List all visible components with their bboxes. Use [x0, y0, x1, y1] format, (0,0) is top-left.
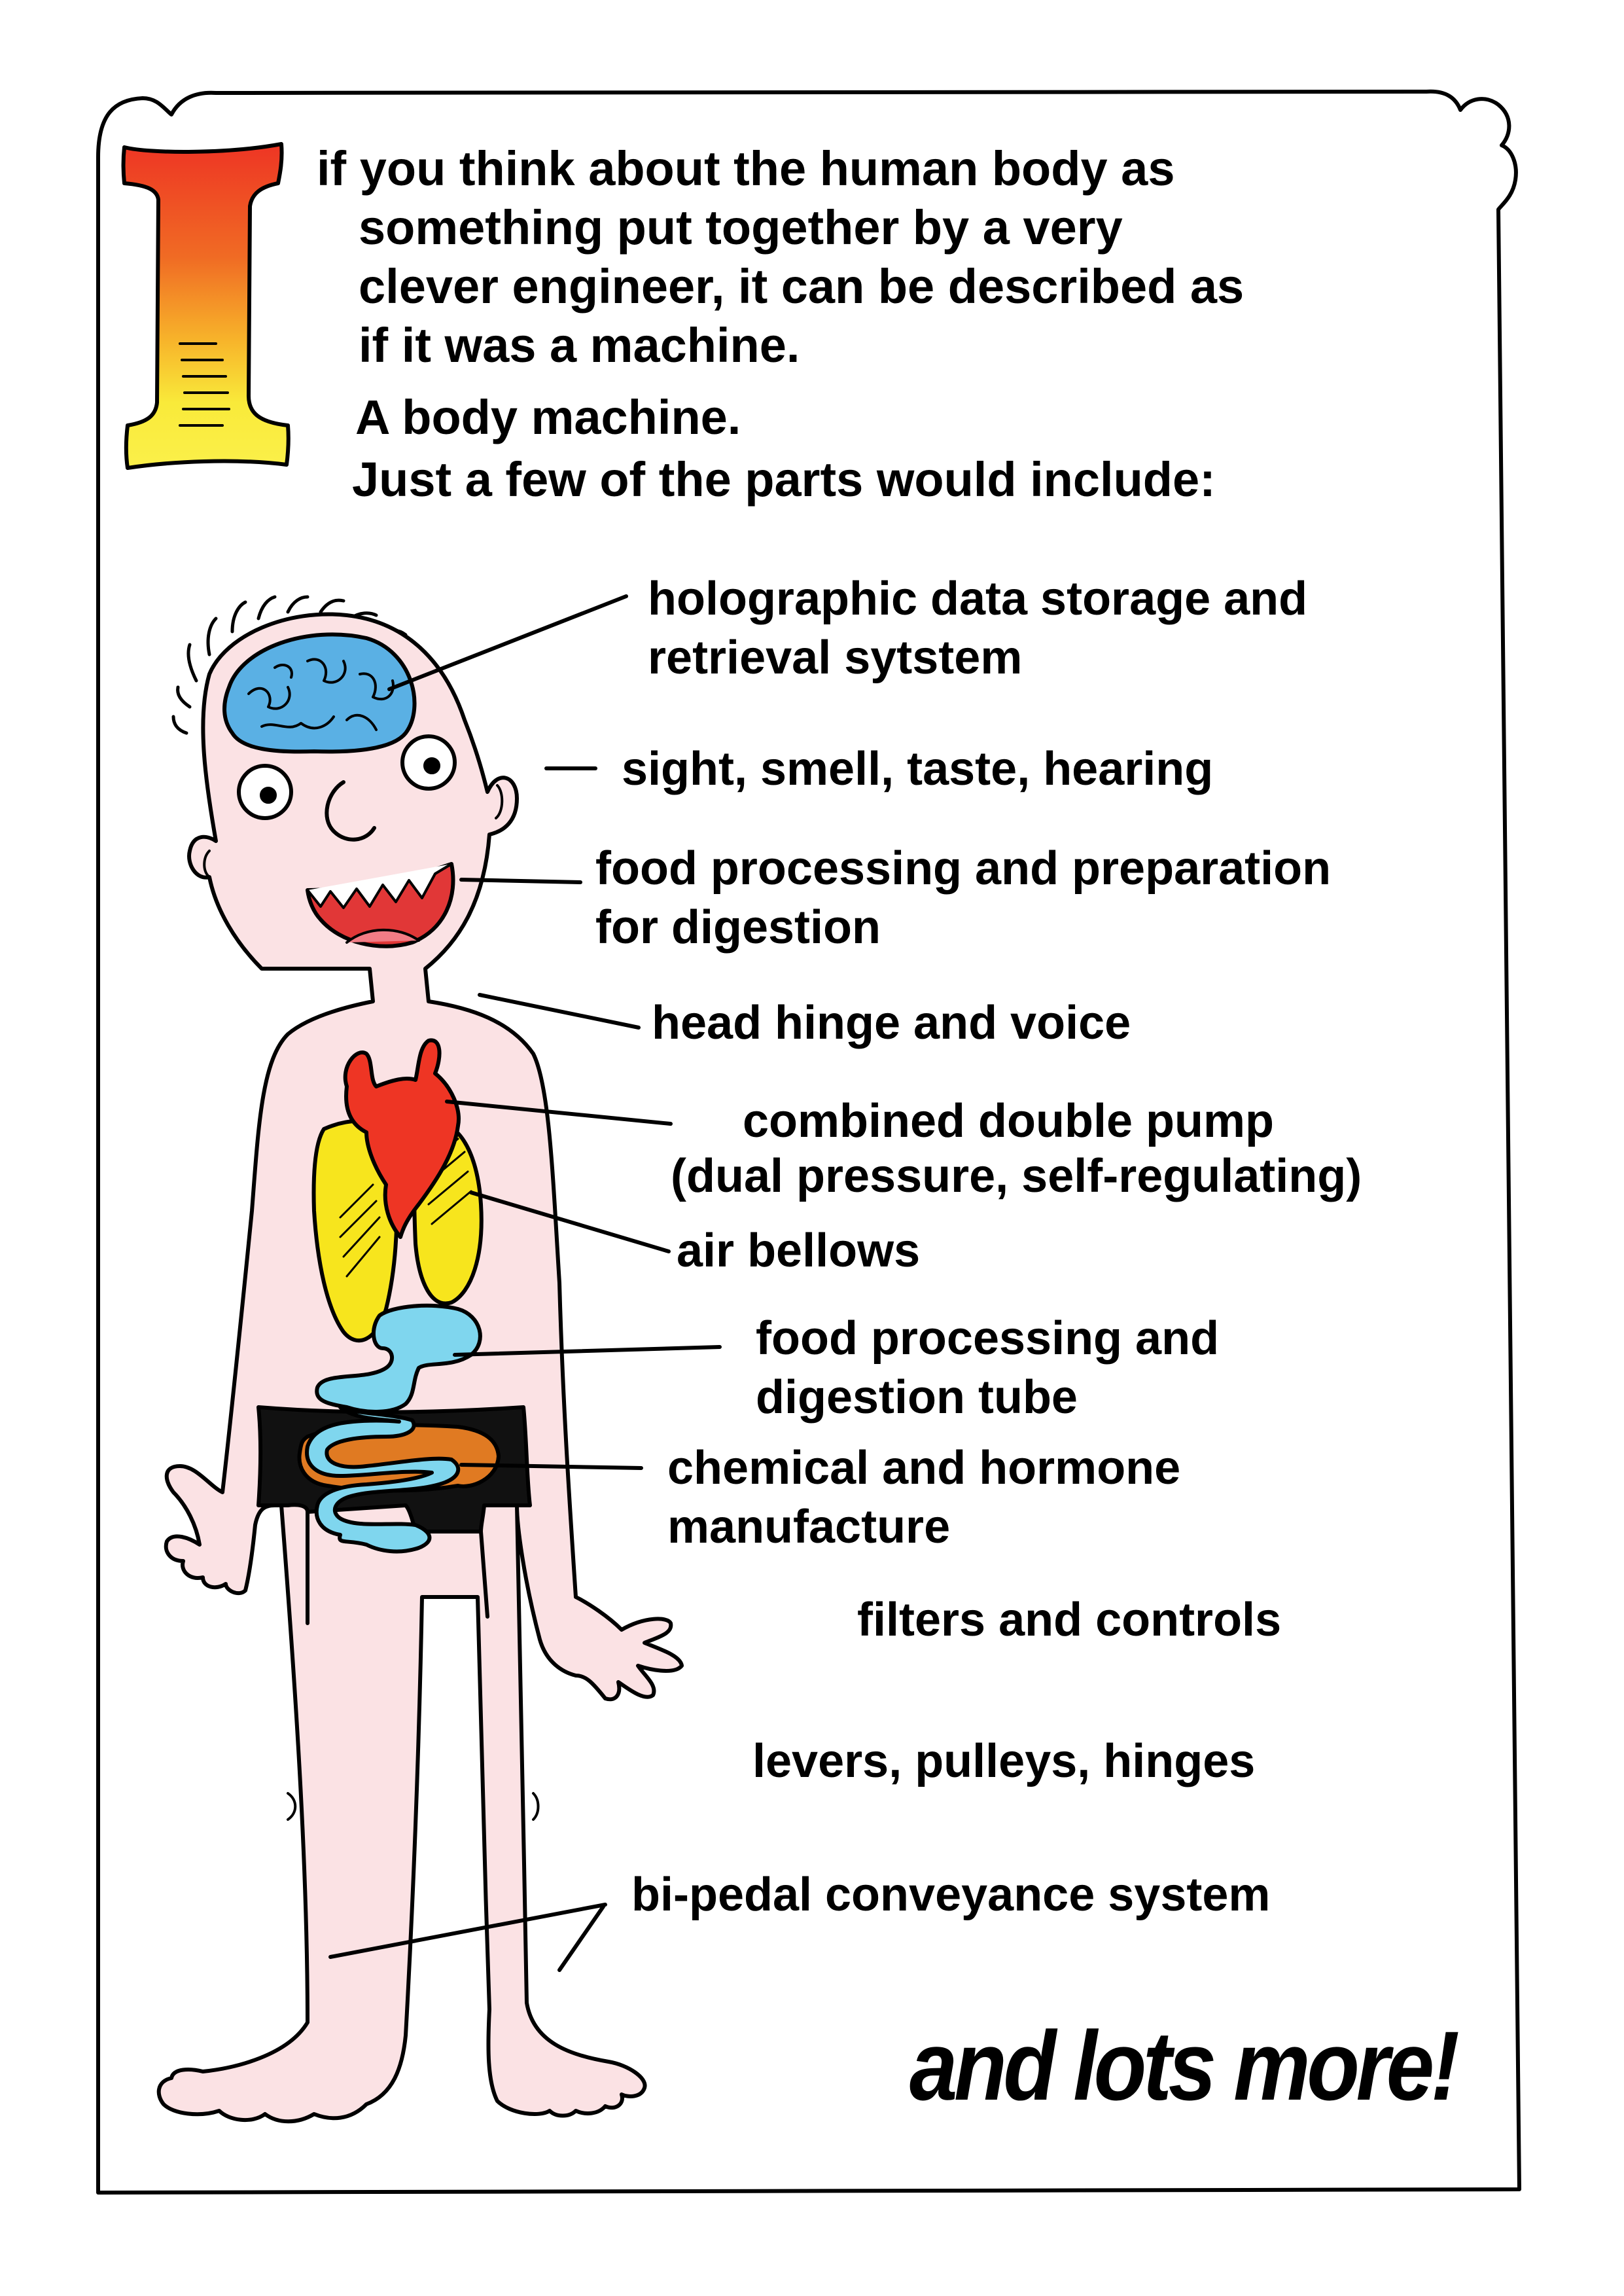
- stomach: [315, 1303, 482, 1414]
- label-legs: bi-pedal conveyance system: [631, 1869, 1271, 1921]
- pointer-lines: [328, 594, 722, 1972]
- label-senses: sight, smell, taste, hearing: [622, 743, 1214, 795]
- label-liver-1: chemical and hormone: [667, 1442, 1181, 1494]
- parts-intro: Just a few of the parts would include:: [352, 452, 1216, 507]
- intro-line-4: if it was a machine.: [359, 318, 800, 372]
- intro-line-2: something put together by a very: [359, 200, 1123, 255]
- and-lots-more: and lots more!: [909, 2011, 1460, 2121]
- label-neck: head hinge and voice: [652, 997, 1131, 1049]
- brain: [222, 632, 417, 754]
- label-stomach-1: food processing and: [756, 1312, 1220, 1365]
- label-brain-2: retrieval sytstem: [648, 632, 1023, 684]
- label-mouth-2: for digestion: [595, 901, 881, 954]
- intro-line-1: if you think about the human body as: [317, 141, 1175, 196]
- body-machine-heading: A body machine.: [355, 390, 741, 444]
- intestine: [305, 1405, 461, 1554]
- label-liver-2: manufacture: [667, 1501, 951, 1553]
- label-brain-1: holographic data storage and: [648, 573, 1308, 625]
- label-mouth-1: food processing and preparation: [595, 842, 1332, 895]
- label-heart-1: combined double pump: [743, 1095, 1274, 1147]
- label-kidneys: filters and controls: [857, 1594, 1282, 1646]
- label-stomach-2: digestion tube: [756, 1371, 1078, 1424]
- intro-line-3: clever engineer, it can be described as: [359, 259, 1244, 314]
- heart: [343, 1038, 461, 1239]
- label-lungs: air bellows: [677, 1225, 921, 1277]
- label-heart-2: (dual pressure, self-regulating): [671, 1150, 1362, 1202]
- label-joints: levers, pulleys, hinges: [752, 1735, 1256, 1787]
- drop-cap-i: [121, 142, 291, 470]
